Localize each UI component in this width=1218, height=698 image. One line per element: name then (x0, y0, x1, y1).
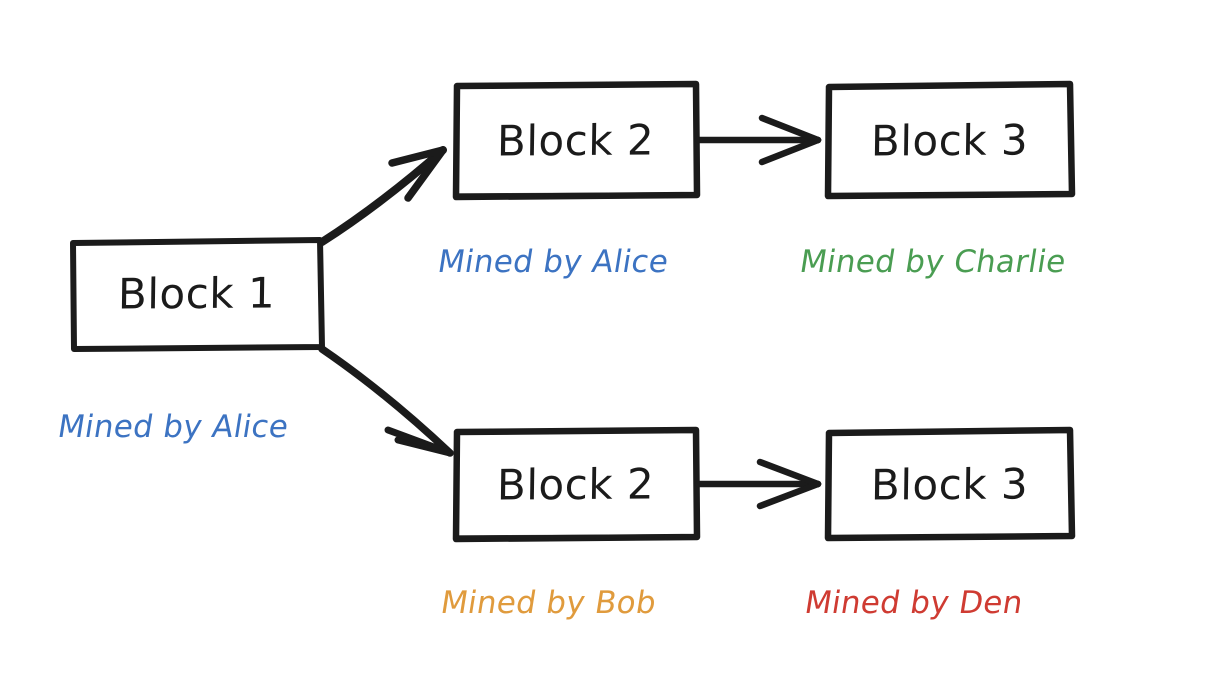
block-3-bottom-label: Block 3 (870, 458, 1029, 510)
block-3-top-label: Block 3 (870, 114, 1029, 166)
block-2-bottom[interactable]: Block 2 (455, 430, 697, 539)
block-2-top-outline (452, 80, 701, 201)
miner-label-block-2-bottom: Mined by Bob (438, 585, 659, 621)
miner-label-block-3-top: Mined by Charlie (797, 244, 1069, 280)
miner-label-block-3-bottom: Mined by Den (802, 585, 1026, 621)
block-3-top[interactable]: Block 3 (827, 84, 1072, 197)
arrow-block2-to-block3-bottom (694, 458, 822, 510)
miner-label-block-2-top: Mined by Alice (435, 244, 672, 280)
block-2-top[interactable]: Block 2 (455, 84, 697, 197)
arrow-block1-to-block2-top (318, 146, 447, 246)
arrow-block2-to-block3-top (694, 114, 822, 166)
block-2-bottom-outline (452, 426, 701, 543)
block-3-bottom[interactable]: Block 3 (827, 430, 1072, 539)
block-3-bottom-outline (824, 426, 1076, 542)
block-1[interactable]: Block 1 (72, 240, 322, 348)
block-3-top-outline (824, 80, 1076, 200)
block-2-bottom-label: Block 2 (497, 458, 655, 510)
arrow-block1-to-block2-bottom (318, 345, 454, 457)
miner-label-block-1: Mined by Alice (55, 409, 292, 445)
block-1-label: Block 1 (118, 268, 276, 319)
block-2-top-label: Block 2 (497, 114, 655, 166)
